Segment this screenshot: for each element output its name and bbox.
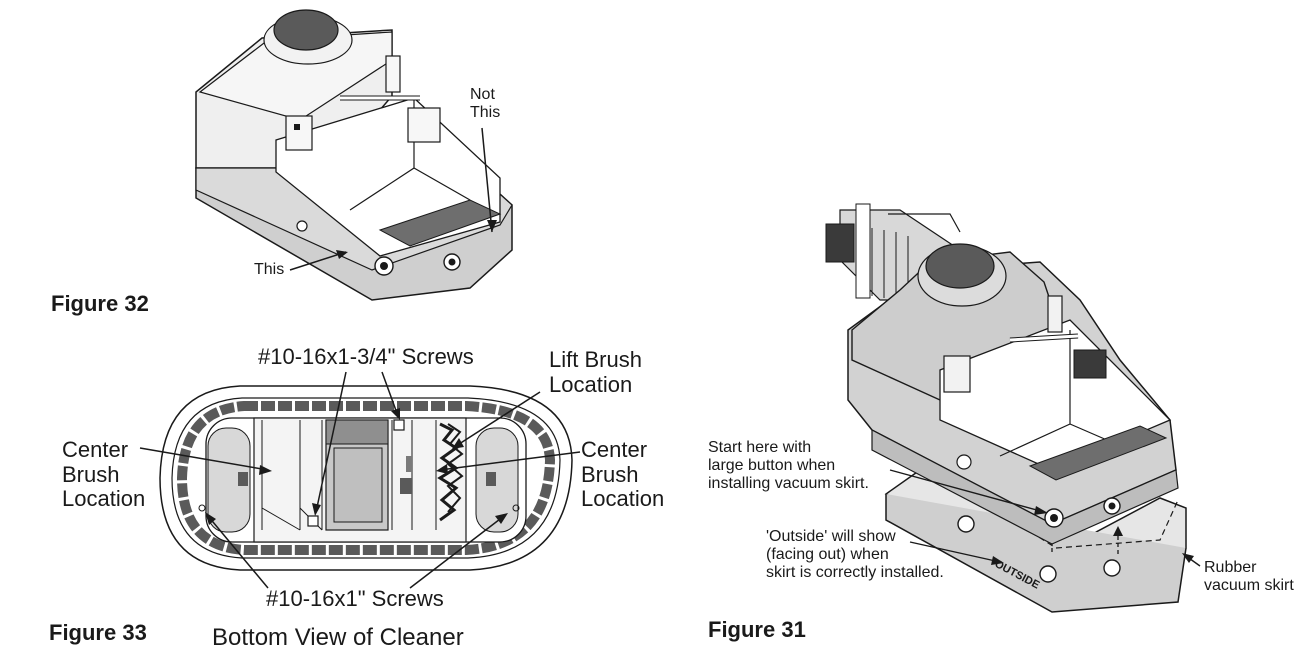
label-rubber-vacuum-skirt: Rubber vacuum skirt (1204, 559, 1294, 594)
label-screws-bottom: #10-16x1" Screws (266, 586, 444, 611)
label-this: This (254, 261, 285, 278)
label-not-this: Not This (470, 86, 501, 121)
label-center-brush-location-left: Center Brush Location (62, 437, 146, 512)
label-start-here: Start here with large button when instal… (708, 439, 869, 492)
label-screws-top: #10-16x1-3/4" Screws (258, 344, 474, 369)
figure-33-caption: Bottom View of Cleaner (212, 624, 464, 651)
figure-31-title: Figure 31 (708, 617, 806, 642)
label-outside-will-show: 'Outside' will show (facing out) when sk… (766, 528, 944, 581)
figure-32-title: Figure 32 (51, 291, 149, 316)
label-center-brush-location-right: Center Brush Location (581, 437, 665, 512)
figure-33-title: Figure 33 (49, 620, 147, 645)
label-lift-brush-location: Lift Brush Location (549, 347, 642, 397)
